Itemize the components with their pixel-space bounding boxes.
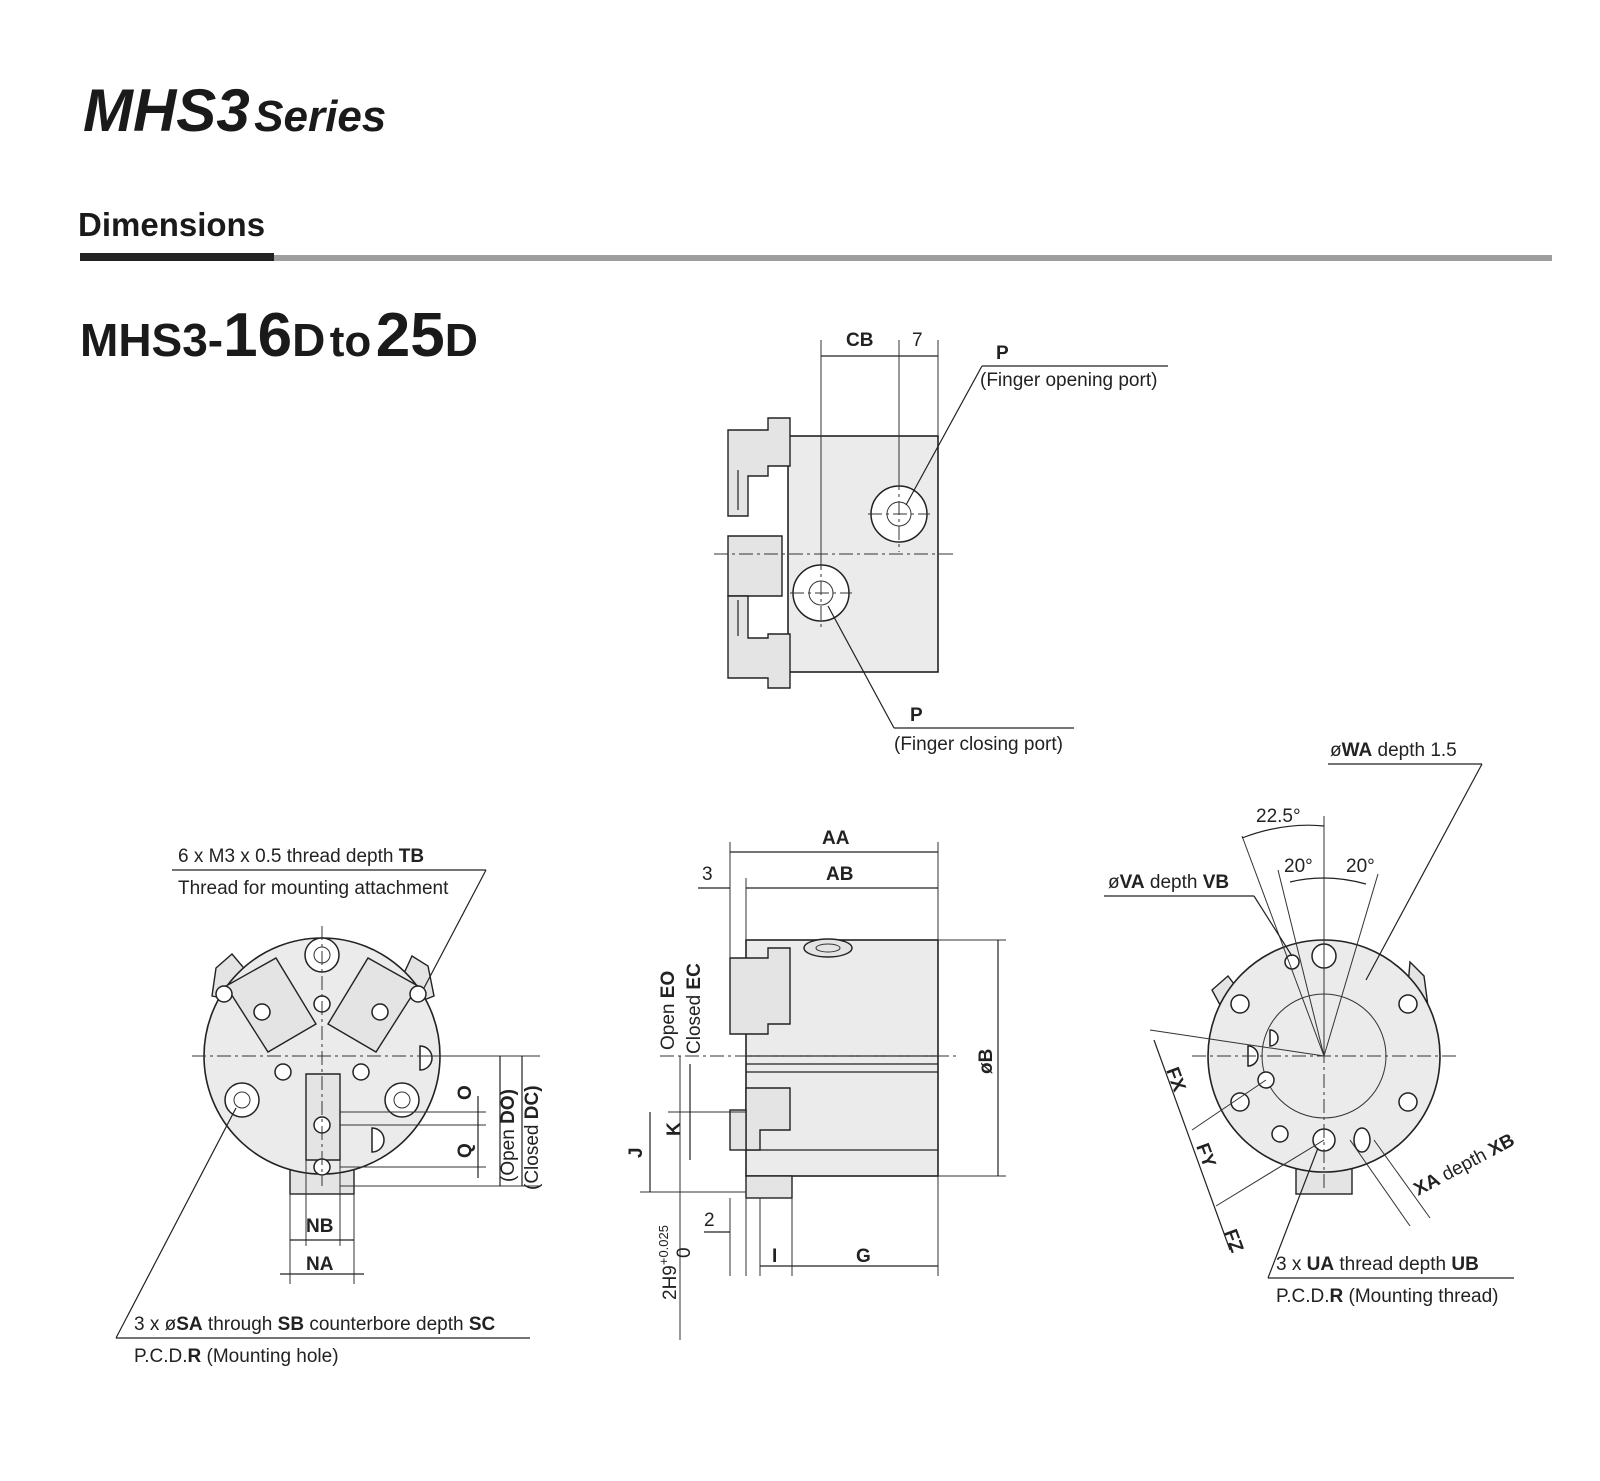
- dim-two: 2: [704, 1210, 715, 1231]
- port-close-code: P: [910, 705, 923, 726]
- angle-20-left: 20°: [1284, 856, 1313, 877]
- section-view: AA AB 3 Open EO Closed EC øB K J 2 I G 2…: [626, 828, 1006, 1340]
- dim-o: O: [455, 1085, 476, 1100]
- fit-label: 2H9+0.025: [656, 1225, 681, 1300]
- side-jaw-top: [727, 417, 791, 517]
- side-view: CB 7 P (Finger opening port) P (Finger c…: [714, 330, 1168, 755]
- series-title: MHS3 Series: [83, 76, 386, 145]
- rear-view: 22.5° 20° 20° øWA depth 1.5 øVA depth VB…: [1104, 740, 1518, 1307]
- dim-g: G: [856, 1246, 871, 1267]
- dim-ab: AB: [826, 864, 853, 885]
- dim-fx: FX: [1161, 1065, 1189, 1095]
- dim-do-text: (Open DO): [498, 1089, 519, 1182]
- ua-note: 3 x UA thread depth UB: [1276, 1254, 1479, 1275]
- model-range-title: MHS3-16D to 25D: [80, 305, 478, 367]
- dim-seven: 7: [912, 330, 923, 351]
- dim-fy: FY: [1191, 1141, 1219, 1171]
- dim-k: K: [664, 1122, 685, 1136]
- model-prefix: MHS3-: [80, 314, 224, 366]
- ua-pcd-note: P.C.D.R (Mounting thread): [1276, 1286, 1499, 1307]
- series-name: MHS3: [83, 77, 250, 144]
- hole-pcd-note: P.C.D.R (Mounting hole): [134, 1346, 339, 1367]
- model-to-word: to: [329, 317, 372, 366]
- va-note: øVA depth VB: [1108, 872, 1229, 893]
- fit-lower: 0: [674, 1247, 695, 1258]
- dim-na: NA: [306, 1254, 334, 1275]
- hole-note: 3 x øSA through SB counterbore depth SC: [134, 1314, 496, 1335]
- dim-j: J: [626, 1147, 647, 1158]
- dim-i: I: [772, 1246, 777, 1267]
- port-close-desc: (Finger closing port): [894, 734, 1063, 755]
- closed-label: Closed EC: [684, 963, 705, 1054]
- dim-cb: CB: [846, 330, 873, 351]
- dim-three: 3: [702, 864, 713, 885]
- thread-note-line2: Thread for mounting attachment: [178, 878, 449, 899]
- dim-dc-text: (Closed DC): [522, 1085, 543, 1190]
- open-label: Open EO: [658, 971, 679, 1050]
- model-to-suffix: D: [444, 314, 478, 366]
- series-suffix: Series: [254, 92, 387, 141]
- thread-note-line1: 6 x M3 x 0.5 thread depth TB: [178, 846, 424, 867]
- front-view: O Q (Open DO) (Closed DC) NB NA 6 x M3 x…: [115, 846, 543, 1367]
- model-from-suffix: D: [292, 314, 326, 366]
- heading-underline-dark: [80, 253, 274, 261]
- model-from: 16: [223, 301, 293, 370]
- front-jaw-right: [327, 957, 419, 1053]
- angle-20-right: 20°: [1346, 856, 1375, 877]
- side-jaw-middle: [727, 535, 783, 597]
- heading-underline-light: [274, 255, 1552, 261]
- xa-note: XA depth XB: [1410, 1130, 1518, 1201]
- angle-22-5: 22.5°: [1256, 806, 1301, 827]
- model-to: 25: [375, 301, 445, 370]
- section-heading: Dimensions: [78, 206, 266, 243]
- front-jaw-left: [225, 957, 317, 1053]
- dim-nb: NB: [306, 1216, 333, 1237]
- dim-q: Q: [455, 1143, 476, 1158]
- side-body: [787, 435, 939, 673]
- dim-b: øB: [976, 1049, 997, 1074]
- port-open-desc: (Finger opening port): [980, 370, 1157, 391]
- port-open-code: P: [996, 343, 1009, 364]
- wa-note: øWA depth 1.5: [1330, 740, 1457, 761]
- side-jaw-bottom: [727, 595, 791, 689]
- dim-aa: AA: [822, 828, 850, 849]
